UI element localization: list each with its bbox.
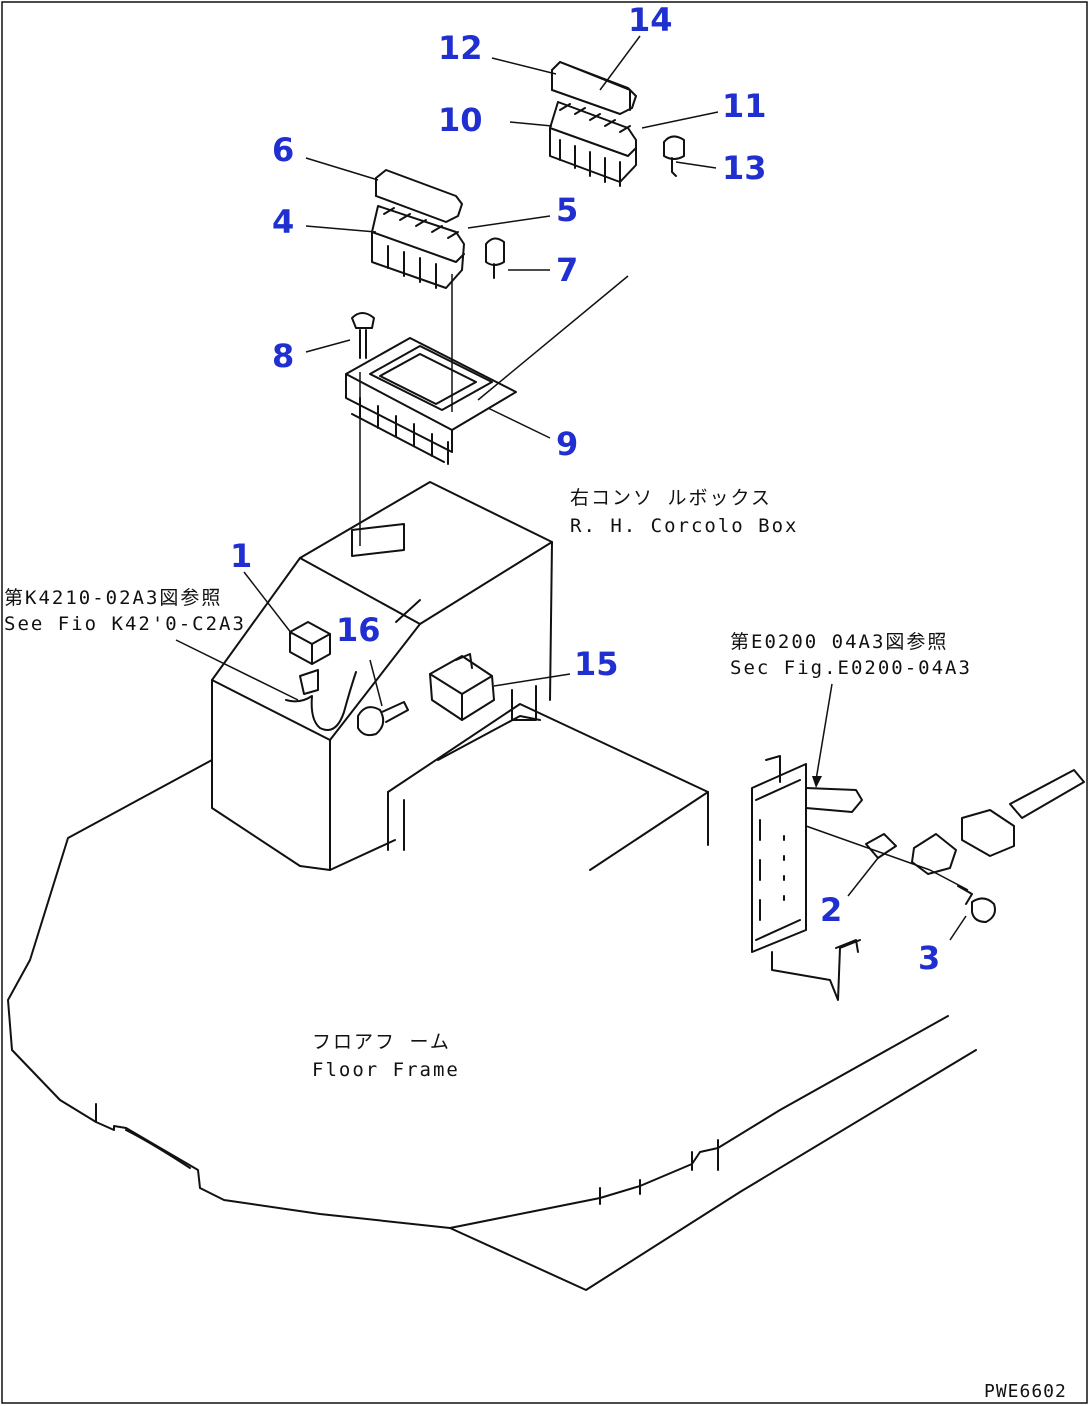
console-label-jp: 右コンソ ルボックス — [570, 487, 772, 509]
callout-12: 12 — [438, 29, 483, 67]
switch-part — [961, 769, 1085, 857]
callout-9: 9 — [556, 425, 579, 463]
drawing-id: PWE6602 — [984, 1381, 1067, 1402]
bracket-part-9 — [345, 337, 517, 465]
connector-part — [911, 833, 969, 891]
ref1-label-en: See Fio K42'0-C2A3 — [4, 613, 246, 635]
fuse-block-cover-lower — [375, 169, 463, 223]
callout-3: 3 — [918, 939, 941, 977]
callout-1: 1 — [230, 537, 253, 575]
callout-10: 10 — [438, 101, 483, 139]
leader-13 — [675, 161, 717, 169]
clip-part-2 — [805, 825, 931, 897]
part-15 — [429, 653, 571, 721]
ref1-label-jp: 第K4210-02A3図参照 — [4, 587, 223, 609]
leader-10 — [509, 121, 553, 127]
leader-9 — [487, 407, 551, 439]
harness — [175, 639, 357, 731]
floor-frame — [7, 759, 977, 1291]
callout-15: 15 — [574, 645, 619, 683]
fuse-part-7 — [485, 237, 505, 279]
bolt-part-3 — [949, 885, 996, 941]
leader-1 — [243, 571, 293, 635]
fuse-block-upper — [549, 101, 637, 187]
leader-6 — [305, 157, 379, 181]
callout-2: 2 — [820, 891, 843, 929]
callout-7: 7 — [556, 251, 579, 289]
ref2-label-jp: 第E0200 04A3図参照 — [730, 631, 949, 653]
floor-label-en: Floor Frame — [312, 1059, 460, 1081]
leader-8 — [305, 339, 351, 353]
leader-14 — [599, 35, 641, 91]
leader-4 — [305, 225, 377, 233]
console-label-en: R. H. Corcolo Box — [570, 515, 799, 537]
leader-5 — [467, 215, 551, 229]
callout-11: 11 — [722, 87, 767, 125]
guide-line-9 — [477, 275, 629, 401]
console-box-rear — [387, 685, 709, 871]
leader-11 — [641, 111, 719, 129]
console-box — [211, 481, 553, 871]
fuse-part-13 — [663, 135, 685, 177]
bracket-assembly — [751, 683, 863, 1001]
callout-8: 8 — [272, 337, 295, 375]
bolt-part-16 — [357, 659, 409, 737]
floor-label-jp: フロアフ ーム — [312, 1031, 451, 1053]
screw-part-8 — [351, 312, 375, 359]
callout-14: 14 — [628, 1, 673, 39]
relay-part-1 — [289, 621, 331, 665]
fuse-block-lower — [371, 205, 465, 289]
callout-4: 4 — [272, 203, 295, 241]
ref2-label-en: Sec Fig.E0200-04A3 — [730, 657, 972, 679]
callout-16: 16 — [336, 611, 381, 649]
callout-6: 6 — [272, 131, 295, 169]
callout-5: 5 — [556, 191, 579, 229]
leader-12 — [491, 57, 557, 75]
callout-13: 13 — [722, 149, 767, 187]
